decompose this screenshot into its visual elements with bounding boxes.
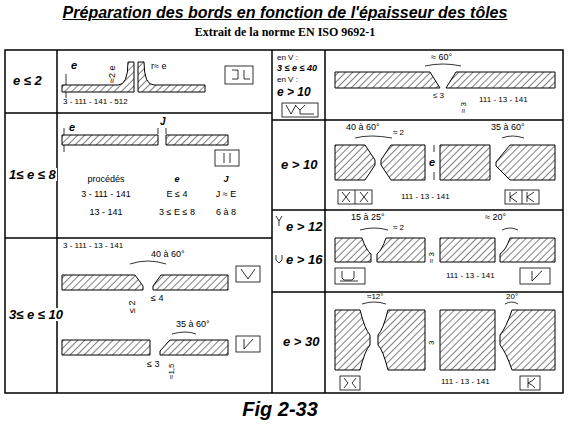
dimension-label: 35 à 60° [490,123,526,132]
dimension-label: ≤ 4 [150,294,164,303]
subtitle: Extrait de la norme EN ISO 9692-1 [194,26,377,38]
caption: Fig 2-33 [241,399,319,419]
dimension-label: ≤ 2 [128,300,137,314]
thickness-range: 1≤ e ≤ 8 [8,168,57,181]
dimension-label: 35 à 60° [175,320,211,329]
dimension-label: J [222,175,229,184]
dimension-label: 40 à 60° [345,123,381,132]
thickness-range: e > 12 [285,220,324,233]
dimension-label: ≈ 2 [392,224,405,232]
dimension-label: ≈12° [366,293,385,301]
thickness-range: e > 10 [280,158,319,171]
dimension-label: 40 à 60° [150,250,186,259]
dimension-label: J [159,117,167,127]
dimension-label: procédés [86,175,125,184]
dimension-label: 111 - 13 - 141 [400,193,451,201]
dimension-label: 15 à 25° [350,213,386,222]
dimension-label: 3 [428,340,436,346]
dimension-label: E ≤ 4 [166,190,189,199]
dimension-label: 13 - 141 [88,208,123,217]
dimension-label: ≈ 2 [392,129,405,137]
dimension-label: 111 - 13 - 141 [478,96,529,104]
dimension-label: e [68,122,76,133]
thickness-range: e > 16 [285,253,324,266]
dimension-label: ≤ 3 [146,360,160,369]
dimension-label: 3 ≤ e ≤ 40 [276,64,318,73]
thickness-range: 3≤ e ≤ 10 [8,308,64,321]
thickness-range: e > 30 [282,335,321,348]
dimension-label: en V : [276,76,299,84]
thickness-range: e > 10 [276,86,312,98]
dimension-label: 6 à 8 [215,208,237,217]
dimension-label: ≈ 3 [428,251,436,264]
dimension-label: r≈ e [150,62,167,71]
dimension-label: 3 - 111 - 141 - 512 [62,98,129,106]
thickness-range: e ≤ 2 [12,74,43,87]
dimension-label: e [173,175,180,184]
title: Préparation des bords en fonction de l'é… [62,5,509,21]
dimension-label: 111 - 13 - 141 [445,272,496,280]
dimension-label: 3 - 111 - 13 - 141 [62,242,124,250]
dimension-label: en V : [276,54,299,62]
dimension-label: ≈1,5 [168,362,176,380]
dimension-label: ≈ 20° [484,213,507,222]
dimension-label: ≈ 60° [430,53,453,62]
dimension-label: e [70,60,78,71]
dimension-label: J ≈ E [215,190,237,199]
dimension-label: 3 ≤ E ≤ 8 [158,208,196,217]
dimension-label: ≈ 3 [460,101,468,114]
dimension-label: 3 - 111 - 141 [80,190,132,199]
dimension-label: ≤ 3 [432,92,445,100]
dimension-label: 20° [505,293,519,301]
dimension-label: ≈2 e [108,65,117,84]
dimension-label: e [428,157,436,168]
dimension-label: 111 - 13 - 141 [440,378,491,386]
